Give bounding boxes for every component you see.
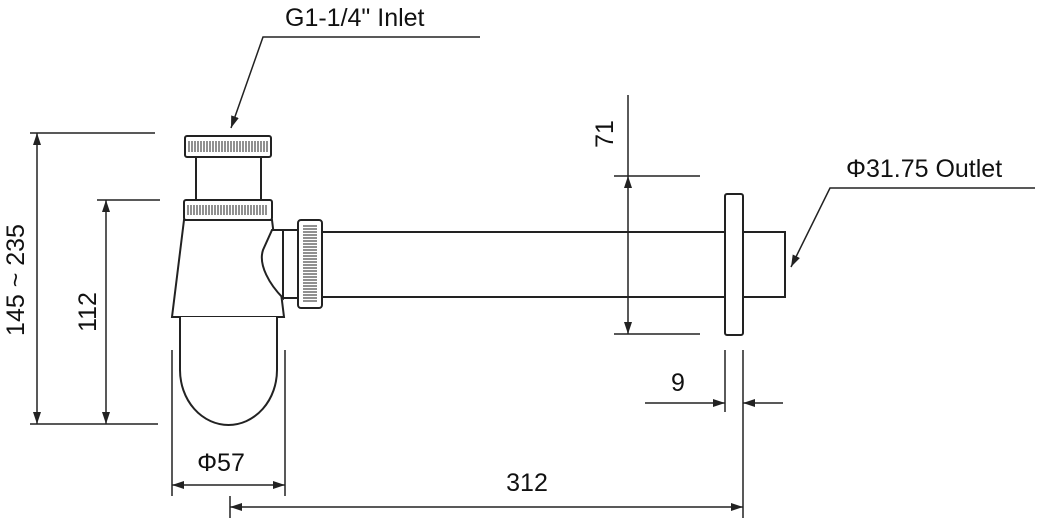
pipe <box>321 231 786 298</box>
body-nut-knurling <box>187 205 267 215</box>
inlet-leader <box>230 36 480 129</box>
cup-diameter-dimension: Φ57 <box>171 350 286 496</box>
flange-thickness-dimension: 9 <box>645 350 783 518</box>
bottle-trap <box>170 135 323 426</box>
outlet-collar <box>282 229 299 299</box>
outlet-nut-knurling <box>303 225 317 302</box>
body-height-label: 112 <box>74 292 102 332</box>
cup-diameter-label: Φ57 <box>197 449 245 477</box>
wall-flange <box>724 193 744 336</box>
body-height-dimension: 112 <box>74 199 160 424</box>
inlet-callout: G1-1/4" Inlet <box>230 4 480 129</box>
outlet-leader <box>790 187 1035 268</box>
inlet-nut-knurling <box>188 141 268 152</box>
inlet-tube <box>195 156 262 201</box>
outlet-offset-dimension: 71 <box>591 95 700 335</box>
outlet-offset-label: 71 <box>591 120 619 148</box>
pipe-length-dimension: 312 <box>229 469 743 518</box>
total-height-label: 145 ~ 235 <box>2 224 30 336</box>
trap-body <box>170 219 286 318</box>
outlet-pipe <box>321 193 786 336</box>
outlet-label: Φ31.75 Outlet <box>846 155 1002 183</box>
pipe-length-label: 312 <box>506 469 548 497</box>
flange-thickness-label: 9 <box>671 369 685 397</box>
trap-cup <box>179 317 278 426</box>
total-height-dimension: 145 ~ 235 <box>2 132 158 425</box>
inlet-label: G1-1/4" Inlet <box>285 4 425 32</box>
outlet-callout: Φ31.75 Outlet <box>790 155 1035 268</box>
